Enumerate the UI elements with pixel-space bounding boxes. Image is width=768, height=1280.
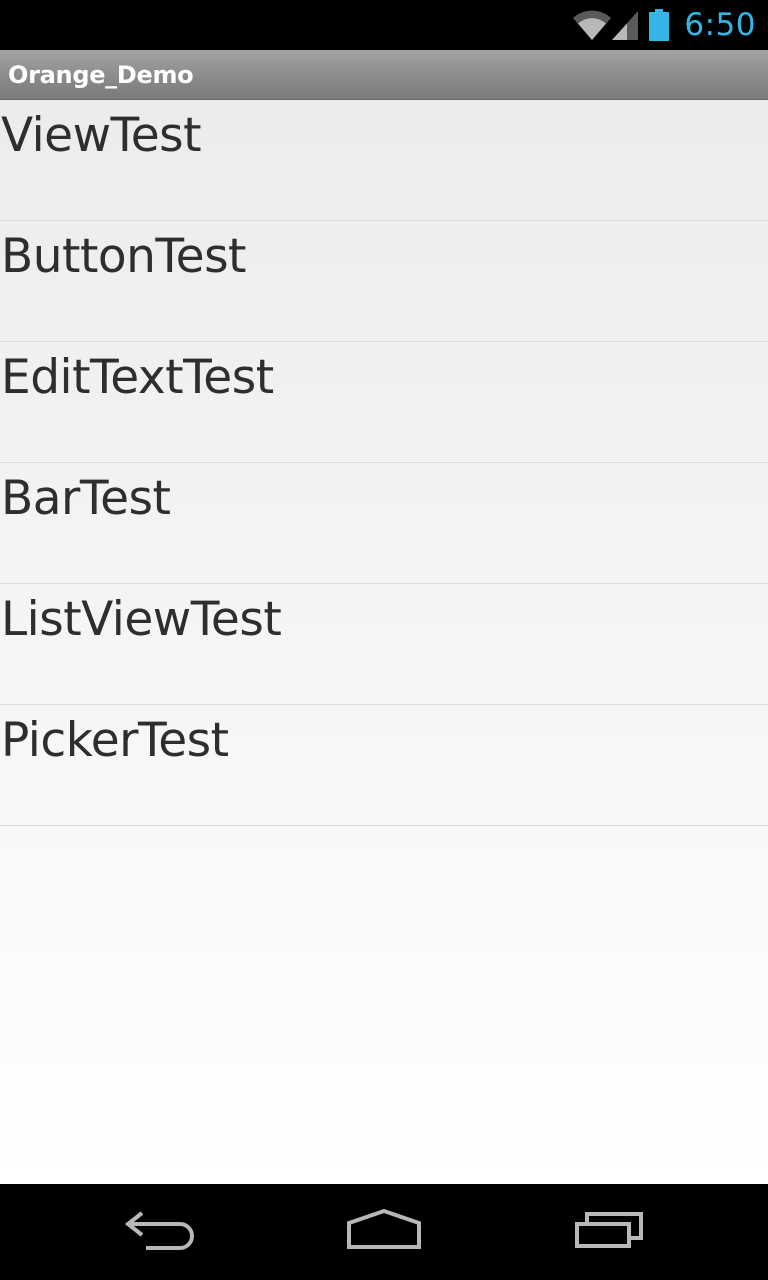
action-bar: Orange_Demo bbox=[0, 50, 768, 100]
home-icon bbox=[346, 1208, 422, 1255]
list-item-viewtest[interactable]: ViewTest bbox=[0, 100, 768, 221]
list-item-label: EditTextTest bbox=[1, 350, 274, 405]
list-item-edittexttest[interactable]: EditTextTest bbox=[0, 342, 768, 463]
cell-signal-icon bbox=[610, 9, 640, 41]
list-item-pickertest[interactable]: PickerTest bbox=[0, 705, 768, 826]
app-title: Orange_Demo bbox=[8, 61, 194, 89]
battery-icon bbox=[648, 9, 670, 41]
status-bar: 6:50 bbox=[0, 0, 768, 50]
back-button[interactable] bbox=[100, 1184, 220, 1280]
clock: 6:50 bbox=[684, 7, 756, 43]
list-item-label: ListViewTest bbox=[1, 592, 282, 647]
status-icons: 6:50 bbox=[572, 0, 756, 50]
navigation-bar bbox=[0, 1184, 768, 1280]
list-item-label: ViewTest bbox=[1, 108, 202, 163]
list-item-bartest[interactable]: BarTest bbox=[0, 463, 768, 584]
back-icon bbox=[124, 1210, 196, 1254]
list-item-buttontest[interactable]: ButtonTest bbox=[0, 221, 768, 342]
test-list: ViewTest ButtonTest EditTextTest BarTest… bbox=[0, 100, 768, 826]
main-content: ViewTest ButtonTest EditTextTest BarTest… bbox=[0, 100, 768, 1184]
home-button[interactable] bbox=[324, 1184, 444, 1280]
list-item-label: ButtonTest bbox=[1, 229, 247, 284]
recents-icon bbox=[574, 1210, 646, 1254]
wifi-icon bbox=[572, 9, 612, 41]
list-item-label: PickerTest bbox=[1, 713, 229, 768]
list-item-label: BarTest bbox=[1, 471, 171, 526]
recents-button[interactable] bbox=[550, 1184, 670, 1280]
list-item-listviewtest[interactable]: ListViewTest bbox=[0, 584, 768, 705]
